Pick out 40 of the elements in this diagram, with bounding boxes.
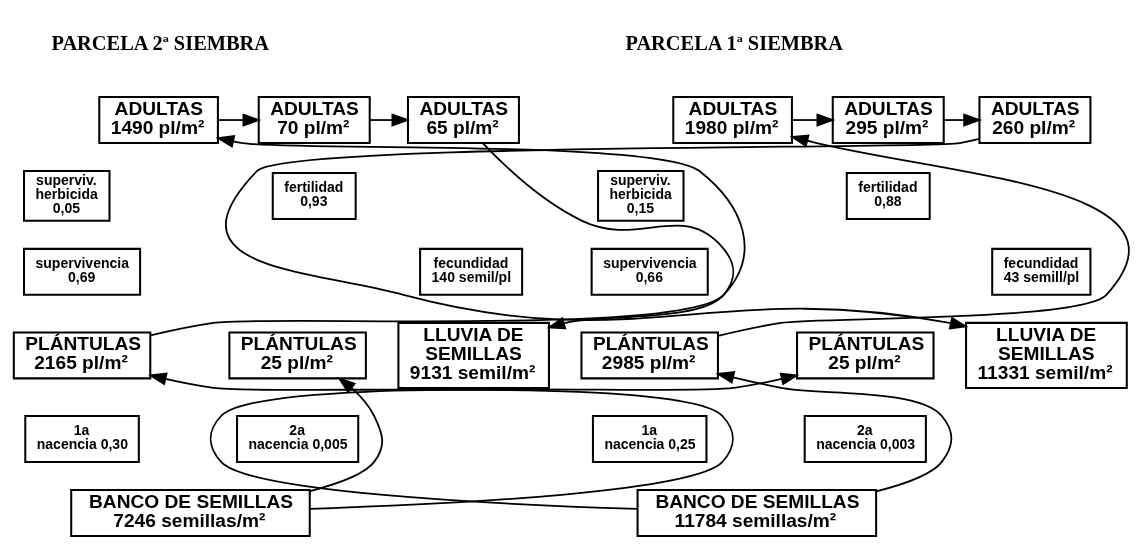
node-box: fertilidad 0,88 bbox=[845, 171, 931, 220]
node-box: 2a nacencia 0,003 bbox=[803, 414, 927, 463]
arrow bbox=[217, 113, 262, 127]
arrow bbox=[717, 134, 1130, 337]
arrow bbox=[791, 113, 836, 127]
node-box: BANCO DE SEMILLAS 11784 semillas/m² bbox=[636, 488, 878, 537]
node-box: superviv. herbicida 0,05 bbox=[23, 170, 111, 222]
label: PARCELA 1ª SIEMBRA bbox=[625, 31, 844, 54]
label: PARCELA 2ª SIEMBRA bbox=[51, 31, 270, 54]
node-box: ADULTAS 260 pl/m² bbox=[978, 96, 1092, 145]
node-box: BANCO DE SEMILLAS 7246 semillas/m² bbox=[70, 488, 311, 537]
node-box: 1a nacencia 0,25 bbox=[591, 414, 708, 463]
arrow bbox=[209, 372, 800, 510]
arrow bbox=[225, 138, 981, 330]
node-box: LLUVIA DE SEMILLAS 9131 semil/m² bbox=[397, 321, 550, 389]
node-box: ADULTAS 65 pl/m² bbox=[406, 96, 520, 145]
node-box: ADULTAS 1490 pl/m² bbox=[98, 96, 219, 145]
arrow bbox=[149, 135, 746, 337]
node-box: fecundidad 140 semil/pl bbox=[419, 247, 524, 296]
node-box: PLÁNTULAS 2985 pl/m² bbox=[580, 331, 719, 380]
node-box: ADULTAS 70 pl/m² bbox=[257, 96, 371, 145]
node-box: PLÁNTULAS 2165 pl/m² bbox=[12, 331, 152, 380]
arrow bbox=[147, 372, 734, 510]
node-box: ADULTAS 1980 pl/m² bbox=[672, 96, 793, 145]
node-box: fecundidad 43 semill/pl bbox=[991, 247, 1092, 296]
node-box: superviv. herbicida 0,15 bbox=[597, 170, 685, 222]
node-box: supervivencia 0,66 bbox=[590, 247, 709, 296]
arrow bbox=[309, 376, 384, 492]
arrow bbox=[482, 142, 735, 330]
node-box: 1a nacencia 0,30 bbox=[24, 414, 140, 463]
node-box: supervivencia 0,69 bbox=[23, 247, 142, 296]
node-box: ADULTAS 295 pl/m² bbox=[831, 96, 945, 145]
node-box: fertilidad 0,93 bbox=[271, 171, 357, 220]
arrow bbox=[715, 371, 953, 493]
node-box: PLÁNTULAS 25 pl/m² bbox=[796, 331, 935, 380]
node-box: LLUVIA DE SEMILLAS 11331 semil/m² bbox=[965, 321, 1128, 389]
arrow bbox=[369, 113, 411, 127]
node-box: PLÁNTULAS 25 pl/m² bbox=[228, 331, 367, 380]
arrow bbox=[942, 113, 983, 127]
node-box: 2a nacencia 0,005 bbox=[236, 414, 360, 463]
